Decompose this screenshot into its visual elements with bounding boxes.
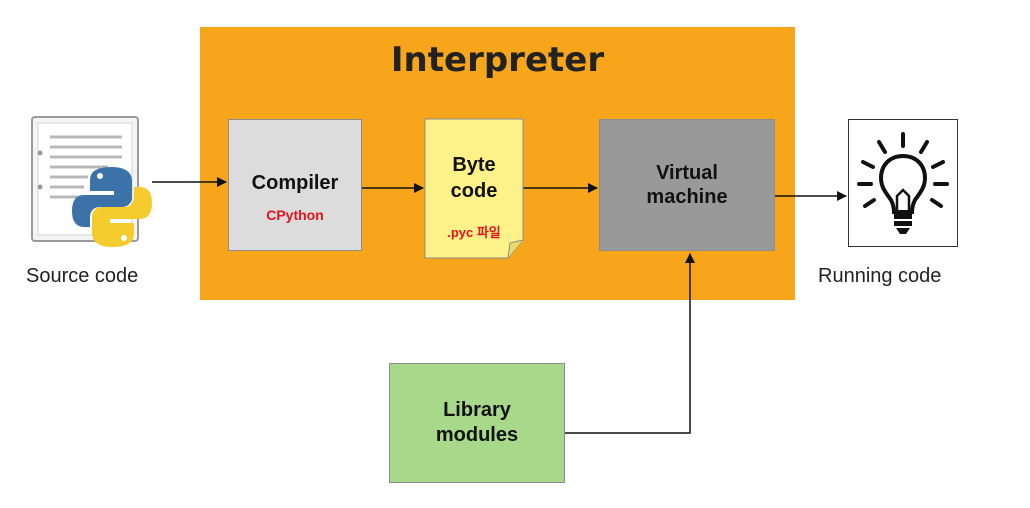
compiler-label: Compiler — [251, 172, 339, 194]
interpreter-title: Interpreter — [390, 40, 605, 80]
compiler-sublabel: CPython — [266, 207, 324, 223]
vm-label-line1: Virtual — [656, 162, 718, 184]
bytecode-sublabel: .pyc 파일 — [447, 225, 501, 240]
python-source-file-icon — [31, 116, 152, 247]
bytecode-label-line1: Byte — [452, 154, 496, 176]
compiler-box: Compiler CPython — [228, 119, 362, 251]
source-code-caption: Source code — [26, 265, 139, 287]
library-label-line2: modules — [435, 424, 519, 446]
arrow-library-to-vm — [565, 253, 695, 434]
vm-label-line2: machine — [646, 186, 728, 208]
bytecode-label-line2: code — [450, 180, 498, 202]
library-modules-box: Library modules — [389, 363, 565, 483]
running-code-frame — [848, 119, 958, 247]
running-code-caption: Running code — [818, 265, 942, 287]
bytecode-page — [424, 118, 524, 259]
lightbulb-icon — [857, 132, 949, 234]
virtual-machine-box: Virtual machine — [599, 119, 775, 251]
library-label-line1: Library — [443, 399, 511, 421]
bytecode-label: Byte code — [425, 152, 523, 204]
